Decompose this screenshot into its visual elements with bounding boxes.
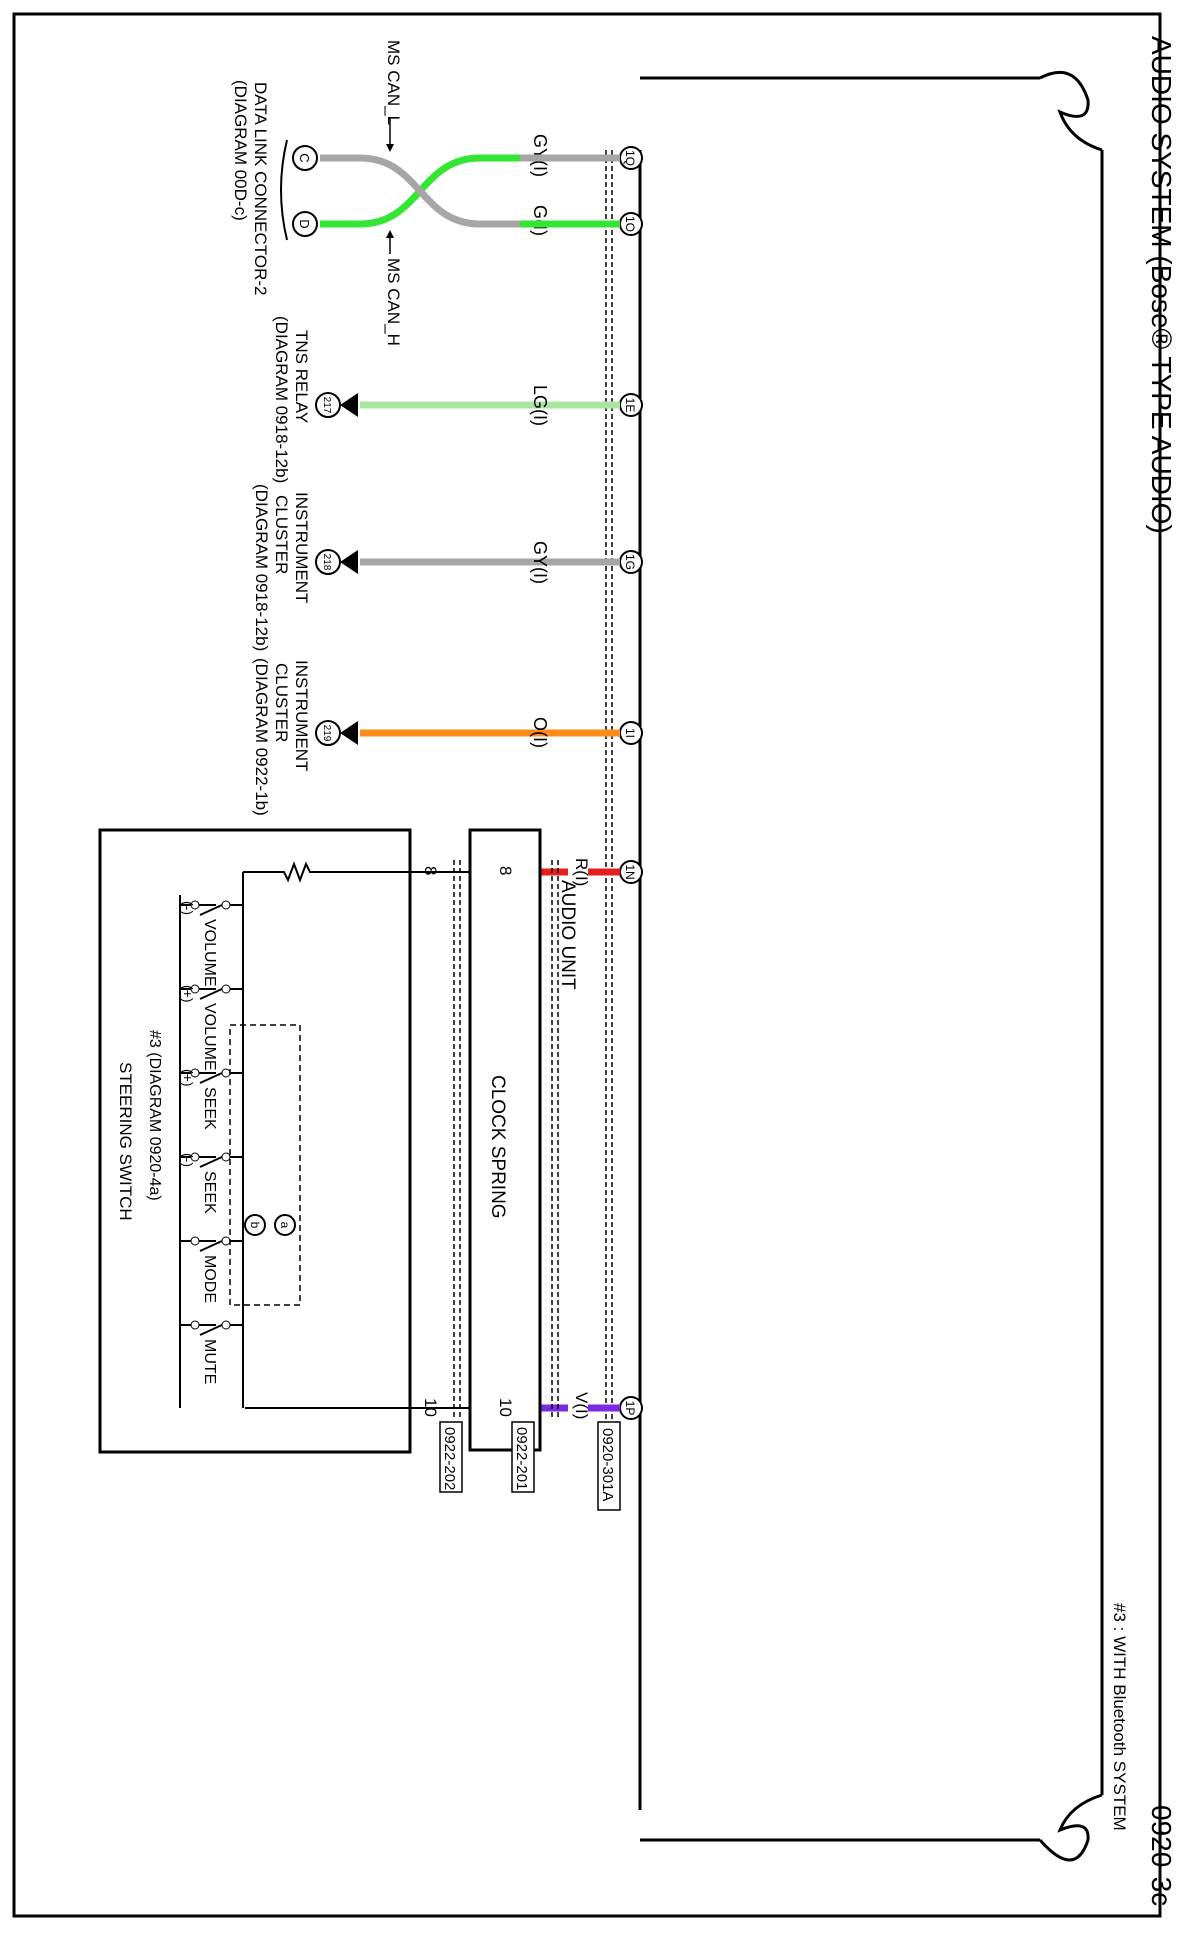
switch-row: VOLUME (-) VOLUME (+) SEEK (+) SEEK (-) MODE MUTE	[180, 900, 243, 1384]
switch-2-name: SEEK	[201, 1087, 218, 1130]
audio-unit-label-visible: AUDIO UNIT	[557, 880, 578, 990]
ss-terminal-8: 8	[421, 866, 440, 875]
connector-box-0922-201	[511, 1421, 535, 1493]
tns-label-2: (DIAGRAM 0918-12b)	[272, 316, 291, 483]
switch-5-name: MUTE	[201, 1339, 218, 1384]
ic-pin-219	[315, 720, 341, 746]
ms-can-h-label: MS CAN_H	[384, 258, 403, 346]
dlc-pin-c-label: C	[297, 153, 312, 162]
clock-spring-box	[468, 828, 542, 1452]
ic1-label-3: (DIAGRAM 0918-12b)	[252, 484, 271, 651]
switch-0-sub: (-)	[180, 901, 196, 915]
steering-switch-label: STEERING SWITCH	[116, 1062, 135, 1221]
page-border	[12, 12, 1162, 1918]
resistor-ladder	[179, 861, 320, 1408]
pin-1i-label: 1I	[623, 728, 637, 738]
ic2-label-1: INSTRUMENT	[292, 660, 311, 771]
clock-spring-label: CLOCK SPRING	[487, 1075, 508, 1219]
switch-1-sub: (+)	[180, 985, 196, 1003]
cs-to-ss-wires	[245, 860, 470, 1420]
switch-4-name: MODE	[201, 1255, 218, 1303]
option-label: #3 (DIAGRAM 0920-4a)	[146, 1030, 163, 1201]
switch-4: MODE	[180, 1236, 243, 1303]
pin-1p-label: 1P	[623, 1401, 637, 1416]
ic-pin-218	[315, 549, 341, 575]
dlc-pin-d	[292, 211, 318, 237]
wire-1e-label: LG(I)	[530, 385, 550, 426]
option-pin-b-label: b	[248, 1222, 262, 1229]
connector-label-0920-301a: 0920-301A	[599, 1428, 616, 1501]
wire-1i-label: O(I)	[530, 717, 550, 748]
wire-1g-label: GY(I)	[530, 541, 550, 584]
ic-pin-218-label: 218	[321, 554, 332, 571]
pin-1g-label: 1G	[623, 554, 637, 570]
connector-0922-201-dashes	[551, 860, 559, 1420]
option-pin-a	[274, 1214, 296, 1236]
dlc-label-2: (DIAGRAM 00D-c)	[231, 80, 250, 221]
connector-label-0922-201: 0922-201	[513, 1427, 530, 1490]
connector-box-0922-202	[439, 1421, 463, 1493]
bluetooth-note: #3 : WITH Bluetooth SYSTEM	[1110, 1603, 1129, 1831]
page-title: AUDIO SYSTEM (Bose® TYPE AUDIO)	[1146, 36, 1177, 534]
audio-unit-pins: 1Q 1O 1E 1G 1I 1N 1P	[619, 146, 643, 1420]
page-number: 0920-3c	[1146, 1805, 1177, 1906]
dlc-pin-d-label: D	[297, 219, 312, 228]
ic2-label-3: (DIAGRAM 0922-1b)	[252, 658, 271, 816]
can-twisted-pair	[320, 154, 560, 228]
audio-unit-box	[638, 70, 1104, 1862]
pin-1e-label: 1E	[623, 398, 637, 413]
cs-terminal-10: 10	[496, 1398, 515, 1417]
pin-1o-label: 1O	[623, 216, 637, 232]
cs-terminal-8: 8	[496, 866, 515, 875]
connector-box-0920-301a	[597, 1421, 621, 1511]
tns-pin-217	[315, 392, 341, 418]
pin-1q-label: 1Q	[623, 150, 637, 166]
rotated-drawing: AUDIO SYSTEM (Bose® TYPE AUDIO) 0920-3c …	[98, 36, 1177, 1906]
option-pin-a-label: a	[278, 1222, 292, 1229]
pin-1n-label: 1N	[623, 864, 637, 879]
ss-terminal-10: 10	[421, 1398, 440, 1417]
ms-can-l-label: MS CAN_L	[384, 40, 403, 125]
wire-1n-label-text: R(I)	[572, 858, 591, 886]
wire-1p-label-text: V(I)	[572, 1392, 591, 1419]
tns-pin-217-label: 217	[321, 397, 332, 414]
switch-2-sub: (+)	[180, 1069, 196, 1087]
switch-1: VOLUME (+)	[180, 984, 243, 1071]
dlc-bracket	[280, 139, 288, 241]
ic1-label-1: INSTRUMENT	[292, 492, 311, 603]
tns-label-1: TNS RELAY	[292, 330, 311, 423]
switch-3: SEEK (-)	[180, 1152, 243, 1214]
switch-0-name: VOLUME	[201, 919, 218, 987]
switch-0: VOLUME (-)	[180, 900, 243, 987]
connector-label-0922-202: 0922-202	[441, 1427, 458, 1490]
wire-1n: R(I) R(I)	[540, 868, 620, 876]
option-pin-b	[244, 1214, 266, 1236]
dlc-label-1: DATA LINK CONNECTOR-2	[251, 82, 270, 295]
switch-3-name: SEEK	[201, 1171, 218, 1214]
steering-switch-box	[98, 828, 412, 1454]
switch-1-name: VOLUME	[201, 1003, 218, 1071]
ic-pin-219-label: 219	[321, 725, 332, 742]
switch-5: MUTE	[180, 1320, 243, 1384]
wire-1i: O(I)	[340, 717, 620, 748]
wire-1g: GY(I)	[340, 541, 620, 584]
switch-2: SEEK (+)	[180, 1068, 243, 1130]
ic2-label-2: CLUSTER	[272, 663, 291, 742]
wire-1e: LG(I)	[340, 385, 620, 426]
option-block	[229, 1024, 301, 1306]
connector-0920-301a-dashes	[605, 150, 613, 1420]
dlc-pin-c	[292, 145, 318, 171]
switch-3-sub: (-)	[180, 1153, 196, 1167]
ic1-label-2: CLUSTER	[272, 495, 291, 574]
